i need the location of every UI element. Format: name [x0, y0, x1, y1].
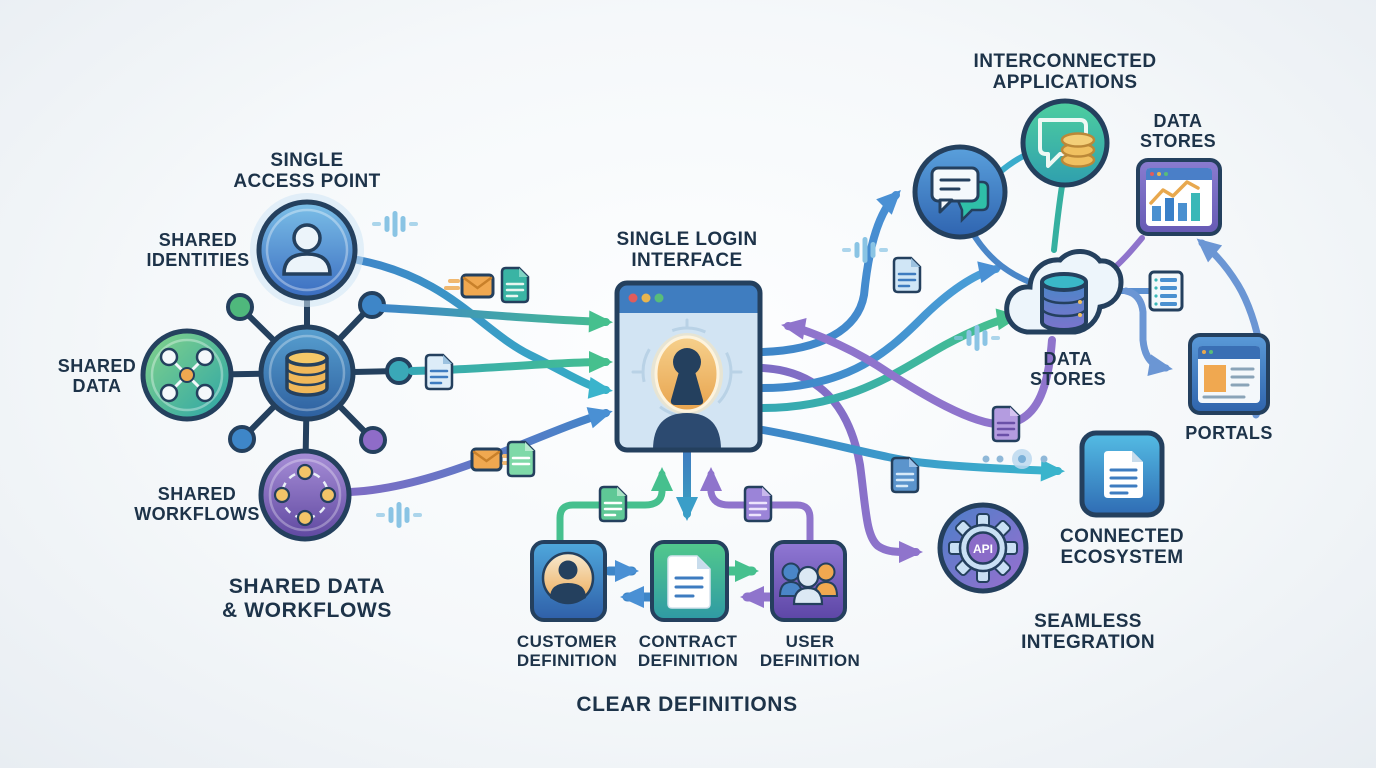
document-icon-blue	[892, 256, 922, 294]
label-shared-data-workflows: SHARED DATA & WORKFLOWS	[222, 575, 392, 622]
flow-cloud-to-interface	[781, 317, 1056, 429]
ecosystem-document-icon	[1104, 451, 1143, 498]
label-user-definition: USER DEFINITION	[759, 632, 861, 671]
label-portals: PORTALS	[1185, 423, 1273, 443]
mail-icon	[444, 273, 495, 299]
coins-icon	[1060, 132, 1096, 168]
window-titlebar	[617, 283, 760, 313]
hub-nodes	[226, 291, 413, 454]
flow-to-cloud-green	[759, 308, 1021, 412]
flow-identities-to-login	[354, 256, 613, 399]
dashboard-datastore-icon	[1136, 158, 1222, 236]
flow-to-cloud-blue	[759, 261, 1003, 392]
login-window	[614, 280, 763, 453]
document-icon-purple	[991, 405, 1021, 443]
document-icon-green	[598, 485, 628, 523]
gear-icon: API	[948, 513, 1018, 583]
signal-icon	[372, 211, 418, 237]
label-shared-data: SHARED DATA	[57, 356, 137, 397]
label-connected-ecosystem: CONNECTED ECOSYSTEM	[1060, 526, 1184, 569]
flow-to-api	[759, 364, 923, 564]
user-dome	[653, 413, 721, 450]
signal-icon	[376, 502, 422, 528]
user-group-icon	[778, 562, 839, 606]
bar-chart-icon	[1149, 180, 1200, 221]
cloud-database-icon	[1040, 272, 1088, 332]
shared-workflows-icon	[258, 448, 352, 542]
arrow-to-portals	[1122, 287, 1173, 377]
label-customer-definition: CUSTOMER DEFINITION	[516, 632, 618, 671]
person-icon	[292, 223, 322, 253]
floating-icons	[424, 256, 1021, 523]
api-gateway-icon: API	[937, 502, 1029, 594]
api-badge: API	[973, 542, 993, 556]
node-teal	[385, 357, 413, 385]
node-blue-sw	[228, 425, 256, 453]
document-icon-blue	[424, 353, 454, 391]
document-icon-purple	[743, 485, 773, 523]
connected-ecosystem-icon	[1079, 430, 1165, 518]
label-single-login-interface: SINGLE LOGIN INTERFACE	[616, 229, 758, 272]
database-icon	[285, 349, 329, 397]
line-chart-icon	[1149, 180, 1200, 205]
label-single-access-point: SINGLE ACCESS POINT	[233, 150, 381, 193]
label-data-stores-cloud: DATA STORES	[1029, 349, 1107, 390]
portal-content-block	[1204, 365, 1226, 392]
flows-interface-to-right	[759, 190, 1065, 564]
window-dot-red	[628, 293, 638, 303]
shared-data-icon	[140, 328, 234, 422]
shared-identities-icon	[250, 193, 364, 307]
label-data-stores-top: DATA STORES	[1139, 111, 1217, 152]
window-dot-yellow	[641, 293, 651, 303]
window-dot-green	[654, 293, 664, 303]
flow-node-to-login	[378, 304, 613, 333]
label-seamless-integration: SEAMLESS INTEGRATION	[1021, 611, 1155, 654]
signal-icon	[954, 325, 1000, 351]
dashboard-titlebar	[1146, 168, 1212, 180]
flow-to-chat-apps	[759, 190, 901, 356]
user-definition-icon	[770, 540, 847, 622]
server-icon	[1148, 270, 1184, 312]
customer-definition-icon	[530, 540, 607, 622]
hub-database-icon	[258, 324, 356, 422]
chat-apps-icon	[912, 144, 1008, 240]
portals-icon	[1188, 333, 1270, 415]
document-icon-green	[506, 440, 536, 478]
chat-bubbles-icon	[930, 166, 990, 224]
node-green	[226, 293, 254, 321]
signal-icon	[842, 237, 888, 263]
contract-definition-icon	[650, 540, 729, 622]
document-icon-blue-dark	[890, 456, 920, 494]
cloud-datastore-icon	[1004, 249, 1124, 335]
label-shared-workflows: SHARED WORKFLOWS	[134, 484, 260, 525]
flow-to-ecosystem	[759, 426, 1065, 482]
link-chat-cloud	[969, 229, 1035, 286]
label-contract-definition: CONTRACT DEFINITION	[637, 632, 739, 671]
dotted-trail	[982, 449, 1048, 469]
app-database-icon	[1020, 98, 1110, 188]
label-clear-definitions: CLEAR DEFINITIONS	[576, 693, 798, 716]
portal-titlebar	[1198, 346, 1260, 359]
document-icon-teal	[500, 266, 530, 304]
node-purple	[359, 426, 387, 454]
label-interconnected-applications: INTERCONNECTED APPLICATIONS	[973, 51, 1157, 94]
label-shared-identities: SHARED IDENTITIES	[146, 230, 250, 271]
link-app-cloud	[1051, 183, 1065, 253]
document-icon	[667, 555, 711, 609]
